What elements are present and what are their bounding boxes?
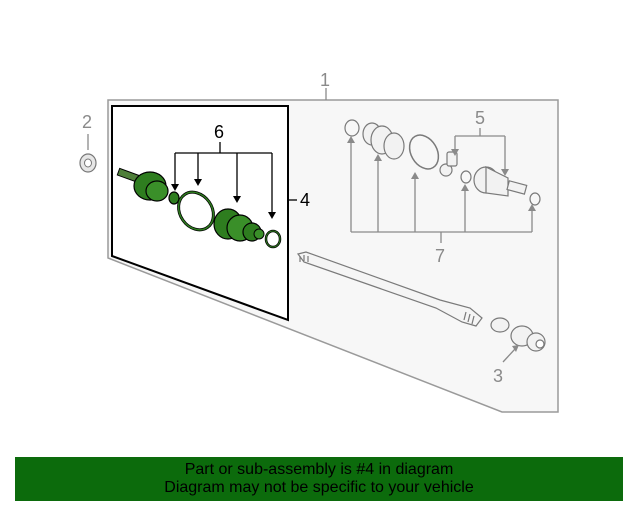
- grey-inner-cv-housing: [473, 166, 528, 197]
- callout-2: 2: [82, 112, 92, 132]
- parts-diagram: 1 2 4 6: [79, 70, 559, 413]
- large-boot-band: [177, 190, 215, 232]
- callout-5-bracket: [454, 128, 506, 170]
- nut-part-3: [490, 317, 546, 352]
- grey-boot-band: [408, 134, 440, 170]
- callout-6: 6: [214, 122, 224, 142]
- grey-cv-boot: [362, 122, 405, 160]
- callout-3-leader: [502, 348, 516, 363]
- small-clamp-ring: [168, 191, 180, 205]
- grey-tripod-joint: [439, 151, 458, 177]
- callout-1: 1: [320, 70, 330, 90]
- callout-3-arrowhead: [512, 345, 519, 352]
- nut-part-2: [79, 153, 97, 173]
- callout-4: 4: [300, 190, 310, 210]
- callout-5: 5: [475, 108, 485, 128]
- callout-6-arrowheads: [171, 179, 276, 219]
- cv-boot: [213, 208, 265, 242]
- grey-snap-ring: [460, 170, 472, 184]
- callout-3: 3: [493, 366, 503, 386]
- info-banner: Part or sub-assembly is #4 in diagram Di…: [15, 457, 623, 501]
- small-boot-band: [264, 229, 282, 249]
- drive-shaft: [296, 251, 483, 327]
- callout-7: 7: [435, 246, 445, 266]
- callout-7-bracket: [350, 142, 533, 243]
- callout-5-arrowheads: [451, 149, 509, 176]
- grey-clamp-ring-left: [344, 119, 360, 137]
- outer-cv-joint: [116, 167, 169, 202]
- callout-7-arrowheads: [347, 136, 536, 211]
- grey-end-ring: [529, 192, 541, 206]
- banner-line-1: Part or sub-assembly is #4 in diagram: [184, 461, 454, 478]
- callout-6-bracket: [174, 142, 273, 213]
- subassembly-4-box: [111, 105, 289, 322]
- banner-line-2: Diagram may not be specific to your vehi…: [164, 479, 474, 496]
